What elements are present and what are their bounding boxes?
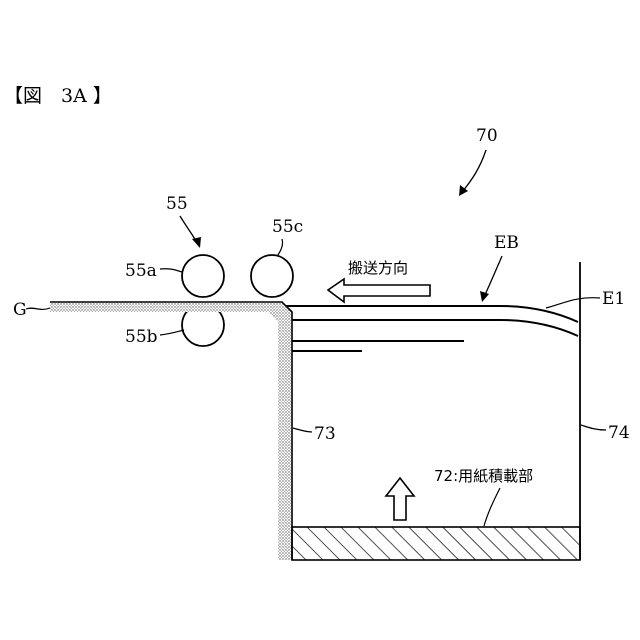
roller-55a [182, 255, 224, 297]
label-55-arrowhead [192, 237, 201, 248]
figure-caption: 【図 3A 】 [4, 85, 112, 107]
label-55a-leader [160, 269, 182, 272]
label-74-leader [581, 425, 606, 430]
transport-direction-arrow [328, 279, 430, 302]
sheet-stacking-part-72 [292, 527, 580, 560]
label-e1: E1 [602, 289, 625, 309]
label-74: 74 [608, 423, 630, 443]
label-70: 70 [476, 126, 498, 146]
sheet-second [292, 320, 578, 336]
label-73-leader [293, 428, 312, 432]
guide-wall-73-fill [50, 302, 292, 560]
label-55c: 55c [272, 217, 303, 237]
label-70-leader [462, 150, 486, 192]
label-73: 73 [314, 424, 336, 444]
label-72-leader [484, 488, 500, 526]
label-e1-leader [546, 298, 600, 308]
up-arrow-icon [386, 478, 414, 520]
label-g: G [13, 300, 27, 320]
label-55: 55 [166, 194, 188, 214]
guide-wall-73-edge [50, 302, 292, 560]
label-55b: 55b [125, 327, 158, 347]
label-eb-arrowhead [480, 291, 489, 302]
label-g-leader [26, 308, 50, 309]
transport-direction-label: 搬送方向 [348, 259, 408, 277]
label-eb-leader [484, 256, 502, 297]
roller-55c [251, 255, 293, 297]
label-72: 72:用紙積載部 [434, 467, 533, 485]
label-55b-leader [160, 330, 184, 335]
label-eb: EB [494, 233, 519, 253]
label-55a: 55a [125, 261, 157, 281]
